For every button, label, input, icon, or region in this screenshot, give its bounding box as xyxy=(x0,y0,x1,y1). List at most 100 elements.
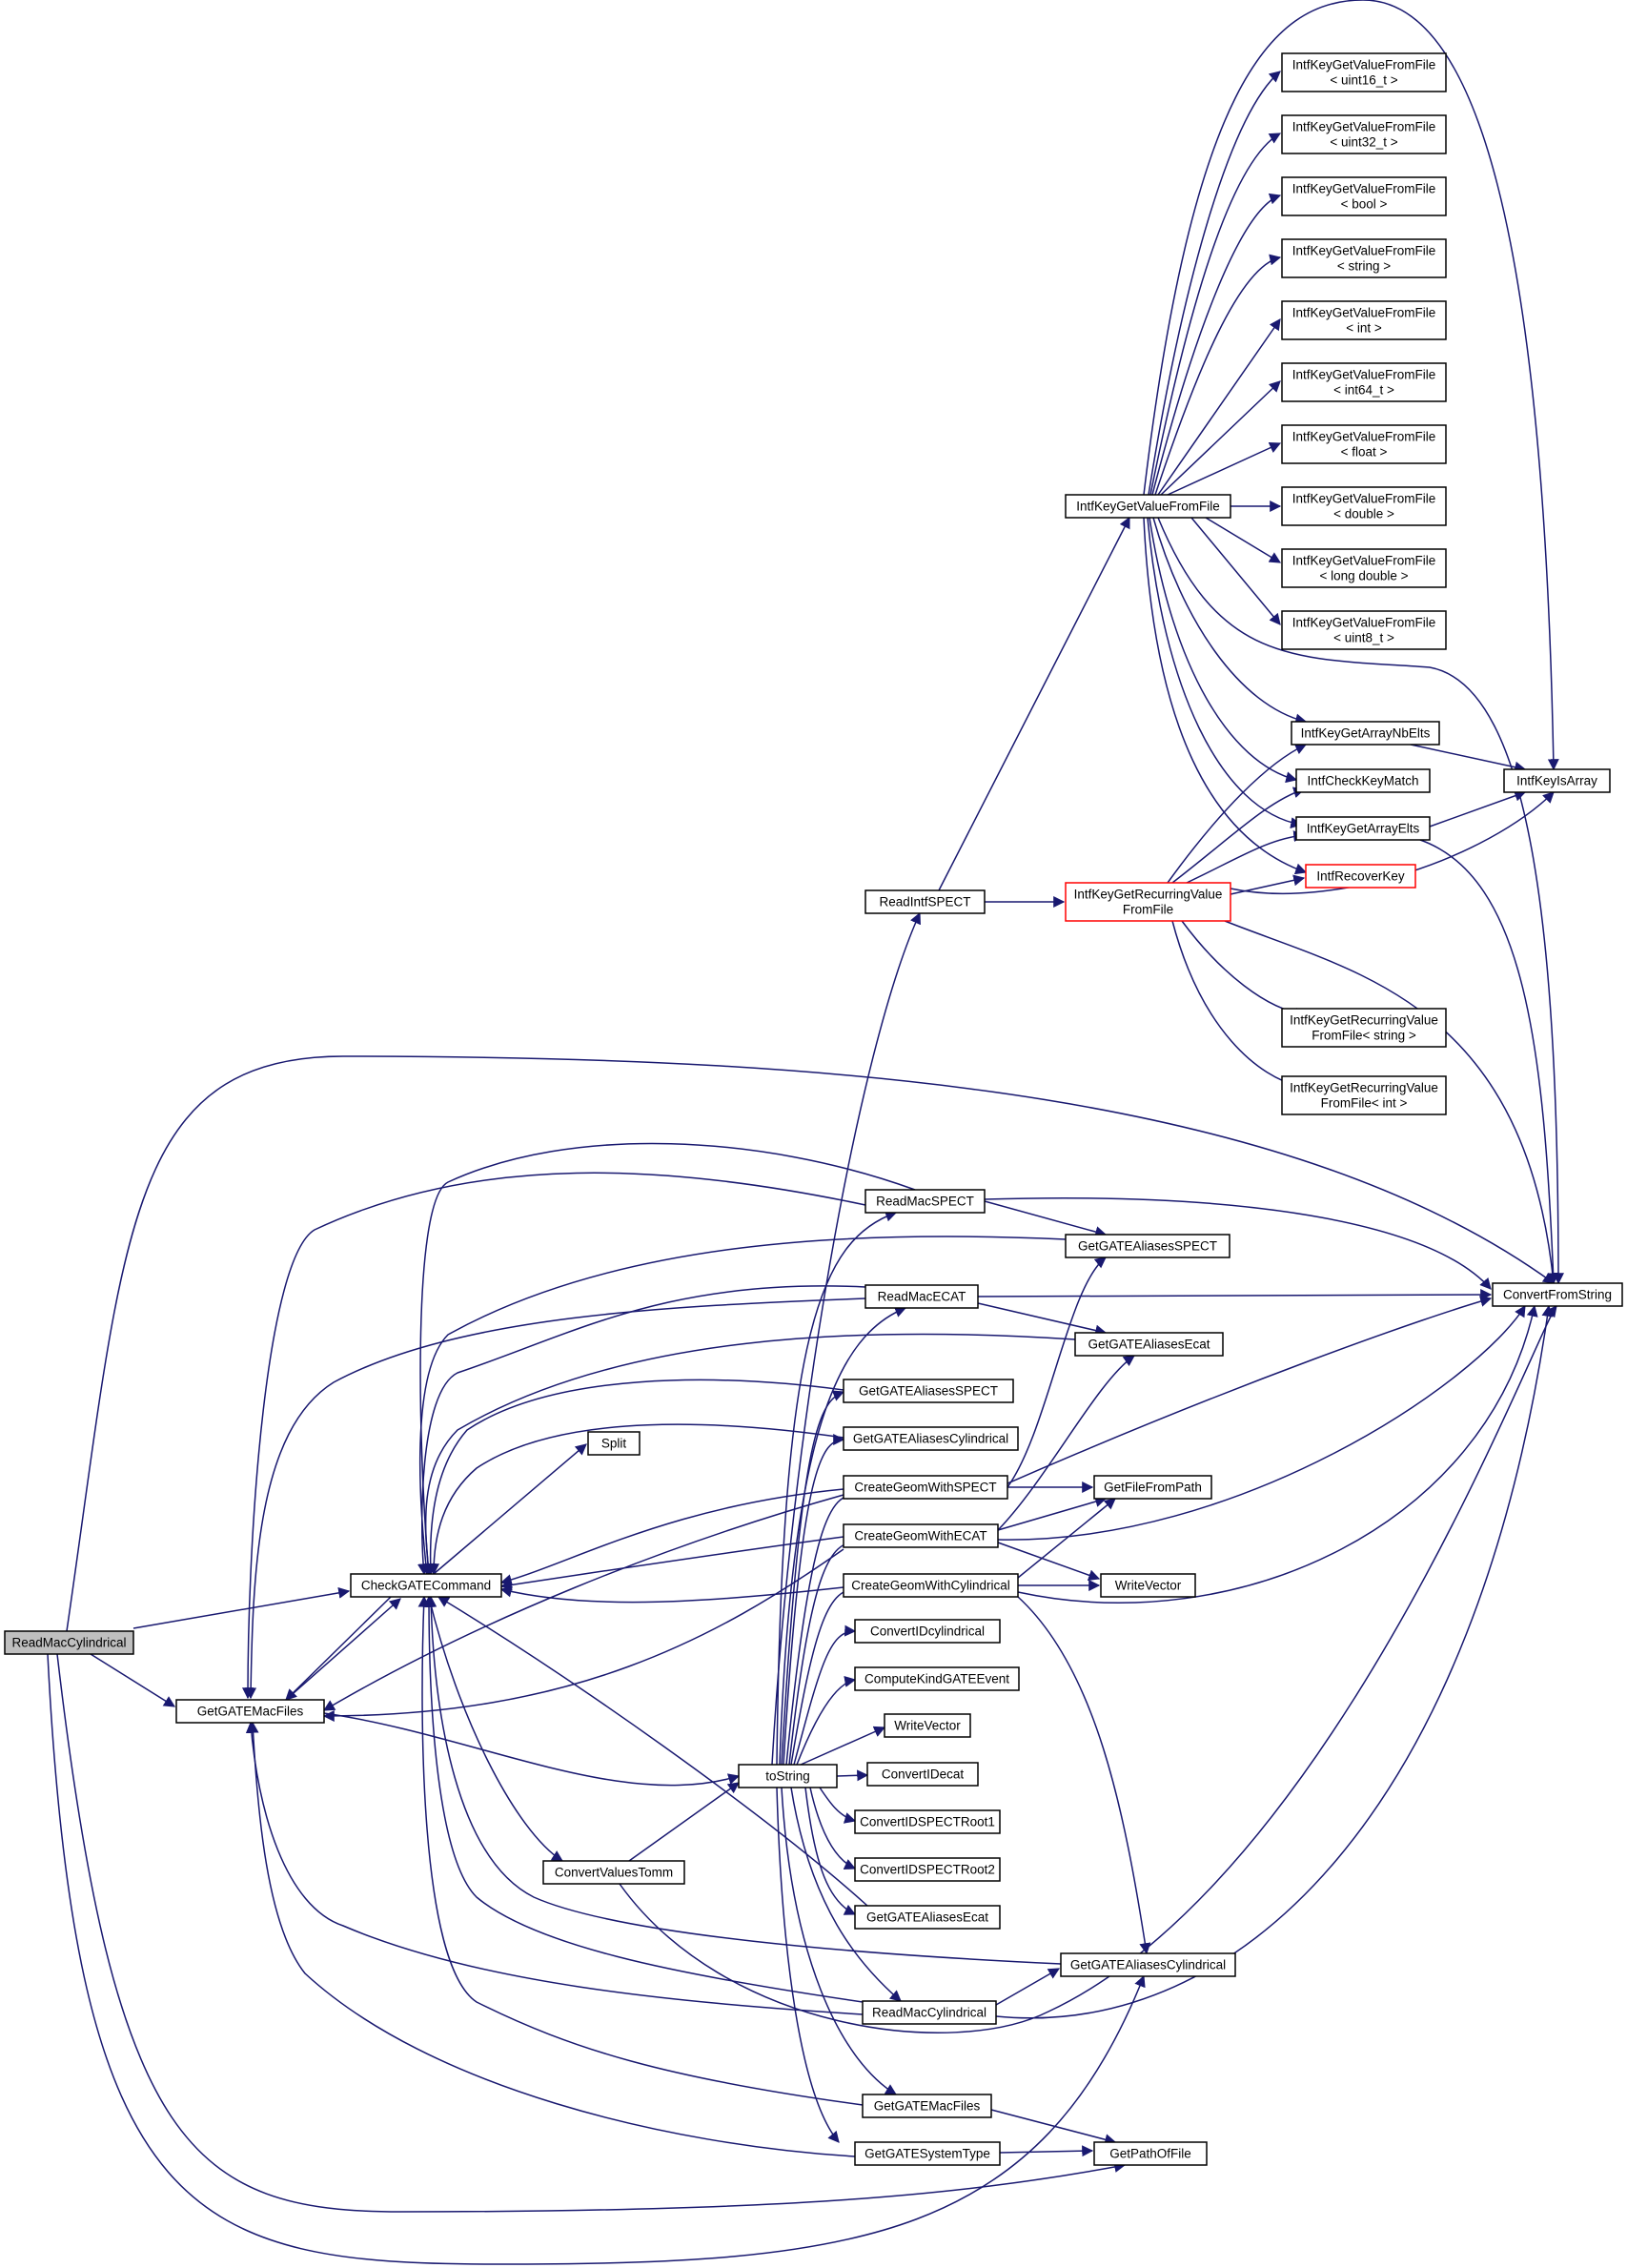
node-box xyxy=(854,1905,1001,1930)
node-label: ConvertIDcylindrical xyxy=(870,1624,985,1639)
node-readmacecat[interactable]: ReadMacECAT xyxy=(864,1284,979,1309)
edge-readmaccyl-to-aliasescyl-r xyxy=(995,1968,1061,2006)
node-convertvaluestomm[interactable]: ConvertValuesTomm xyxy=(542,1860,685,1885)
node-readintfspect[interactable]: ReadIntfSPECT xyxy=(864,889,986,914)
edge-cvtomm-to-convertfromstring xyxy=(619,1305,1557,2033)
node-tmpl-uint16[interactable]: IntfKeyGetValueFromFile< uint16_t > xyxy=(1281,52,1447,92)
node-label: GetPathOfFile xyxy=(1109,2147,1191,2161)
node-writevector-r[interactable]: WriteVector xyxy=(1100,1573,1196,1598)
edge-recurring-to-recoverkey xyxy=(1230,874,1306,895)
node-readmacspect[interactable]: ReadMacSPECT xyxy=(864,1189,986,1214)
node-split[interactable]: Split xyxy=(587,1431,641,1456)
node-label: < int64_t > xyxy=(1333,383,1394,398)
edge-getvalue-to-int xyxy=(1157,318,1281,496)
node-getaliasescyl-r[interactable]: GetGATEAliasesCylindrical xyxy=(1060,1952,1236,1977)
node-box xyxy=(350,1573,502,1598)
node-getpathoffile[interactable]: GetPathOfFile xyxy=(1093,2141,1208,2166)
node-label: ReadMacCylindrical xyxy=(11,1636,126,1650)
node-getaliasesspect-r[interactable]: GetGATEAliasesSPECT xyxy=(1065,1234,1230,1258)
node-tmpl-longdouble[interactable]: IntfKeyGetValueFromFile< long double > xyxy=(1281,548,1447,588)
node-box xyxy=(864,1284,979,1309)
edge-aliasesspect-r-to-check xyxy=(418,1236,1067,1576)
node-box xyxy=(1065,1234,1230,1258)
node-label: toString xyxy=(765,1769,810,1784)
node-label: GetGATEAliasesSPECT xyxy=(859,1384,998,1399)
node-label: FromFile xyxy=(1123,903,1173,917)
edge-arraynbelts-to-isarray xyxy=(1410,744,1527,773)
node-label: ReadMacECAT xyxy=(878,1290,966,1304)
node-checkgatecommand[interactable]: CheckGATECommand xyxy=(350,1573,502,1598)
node-intfkeygetvalue[interactable]: IntfKeyGetValueFromFile xyxy=(1065,494,1231,519)
node-creategeomcyl[interactable]: CreateGeomWithCylindrical xyxy=(843,1573,1019,1598)
node-box xyxy=(1281,362,1447,402)
node-tmpl-bool[interactable]: IntfKeyGetValueFromFile< bool > xyxy=(1281,176,1447,216)
node-getaliasesecat-m[interactable]: GetGATEAliasesEcat xyxy=(854,1905,1001,1930)
node-tmpl-double[interactable]: IntfKeyGetValueFromFile< double > xyxy=(1281,486,1447,526)
node-label: IntfRecoverKey xyxy=(1316,869,1405,884)
node-computekind[interactable]: ComputeKindGATEEvent xyxy=(854,1666,1020,1691)
edge-readmacecat-to-macfiles xyxy=(245,1297,866,1700)
node-label: IntfKeyGetValueFromFile xyxy=(1076,500,1220,514)
node-tmpl-float[interactable]: IntfKeyGetValueFromFile< float > xyxy=(1281,424,1447,464)
node-intfkeyisarray[interactable]: IntfKeyIsArray xyxy=(1503,768,1611,793)
node-label: GetGATEMacFiles xyxy=(197,1705,304,1719)
node-intfkeygetarrayelts[interactable]: IntfKeyGetArrayElts xyxy=(1295,816,1431,841)
node-convertfromstring[interactable]: ConvertFromString xyxy=(1492,1282,1623,1307)
node-tmpl-string[interactable]: IntfKeyGetValueFromFile< string > xyxy=(1281,238,1447,278)
edge-creategeomspect-to-macfiles xyxy=(322,1494,844,1711)
node-label: ConvertIDSPECTRoot1 xyxy=(860,1815,995,1829)
edge-creategeomecat-to-filefrompath xyxy=(997,1496,1108,1531)
node-box xyxy=(864,1189,986,1214)
node-getaliasescyl-m[interactable]: GetGATEAliasesCylindrical xyxy=(843,1426,1019,1451)
node-getaliasesecat-r[interactable]: GetGATEAliasesEcat xyxy=(1074,1332,1224,1357)
node-convertidecat[interactable]: ConvertIDecat xyxy=(866,1762,979,1787)
node-creategeomecat[interactable]: CreateGeomWithECAT xyxy=(843,1523,999,1548)
node-tmpl-uint8[interactable]: IntfKeyGetValueFromFile< uint8_t > xyxy=(1281,610,1447,650)
node-writevector-m[interactable]: WriteVector xyxy=(884,1713,971,1738)
node-intfcheckkeymatch[interactable]: IntfCheckKeyMatch xyxy=(1295,768,1431,793)
node-convertidspect1[interactable]: ConvertIDSPECTRoot1 xyxy=(854,1809,1001,1834)
node-box xyxy=(175,1699,325,1724)
node-getgatemacfiles-l[interactable]: GetGATEMacFiles xyxy=(175,1699,325,1724)
node-box xyxy=(1281,114,1447,154)
edge-check-to-split xyxy=(433,1443,587,1575)
node-readmaccyl-root[interactable]: ReadMacCylindrical xyxy=(4,1630,134,1655)
edge-tostring-to-readmacecat xyxy=(779,1306,907,1766)
node-label: IntfKeyIsArray xyxy=(1516,774,1597,788)
edge-getvalue-to-uint8 xyxy=(1190,517,1281,625)
node-label: IntfKeyGetRecurringValue xyxy=(1290,1081,1438,1095)
node-label: WriteVector xyxy=(894,1719,961,1733)
node-tmpl-uint32[interactable]: IntfKeyGetValueFromFile< uint32_t > xyxy=(1281,114,1447,154)
node-getsystemtype[interactable]: GetGATESystemType xyxy=(854,2141,1001,2166)
edge-readmacecat-to-convertfromstring xyxy=(977,1289,1493,1301)
node-tostring[interactable]: toString xyxy=(738,1764,838,1788)
edge-recurring-to-checkkeymatch xyxy=(1171,787,1306,884)
node-intfkeygetarraynbelts[interactable]: IntfKeyGetArrayNbElts xyxy=(1291,721,1440,746)
node-label: GetGATEAliasesEcat xyxy=(866,1910,988,1925)
edge-recurring-to-arrayelts xyxy=(1186,830,1306,884)
node-getfilefrompath[interactable]: GetFileFromPath xyxy=(1093,1475,1212,1500)
node-creategeomspect[interactable]: CreateGeomWithSPECT xyxy=(843,1475,1008,1500)
node-box xyxy=(843,1573,1019,1598)
node-label: IntfKeyGetRecurringValue xyxy=(1290,1013,1438,1028)
edge-creategeomcyl-to-aliasescyl-r xyxy=(1017,1596,1151,1955)
node-convertidspect2[interactable]: ConvertIDSPECTRoot2 xyxy=(854,1857,1001,1882)
node-label: ReadMacSPECT xyxy=(876,1195,974,1209)
node-box xyxy=(1093,1475,1212,1500)
node-intfrecoverkey[interactable]: IntfRecoverKey xyxy=(1305,864,1416,889)
edge-tostring-to-computekind xyxy=(796,1675,857,1766)
edge-aliasesecat-m-to-check xyxy=(437,1596,868,1907)
node-label: IntfKeyGetValueFromFile xyxy=(1292,554,1436,568)
node-tmpl-int[interactable]: IntfKeyGetValueFromFile< int > xyxy=(1281,300,1447,340)
edge-tostring-to-readintfspect xyxy=(771,911,921,1766)
node-convertidcyl[interactable]: ConvertIDcylindrical xyxy=(854,1619,1001,1644)
node-tmpl-int64[interactable]: IntfKeyGetValueFromFile< int64_t > xyxy=(1281,362,1447,402)
node-box xyxy=(1281,52,1447,92)
node-box xyxy=(854,1857,1001,1882)
node-readmaccyl[interactable]: ReadMacCylindrical xyxy=(862,2000,997,2025)
node-getgatemacfiles-m[interactable]: GetGATEMacFiles xyxy=(862,2094,992,2118)
node-getaliasesspect-m[interactable]: GetGATEAliasesSPECT xyxy=(843,1379,1014,1403)
